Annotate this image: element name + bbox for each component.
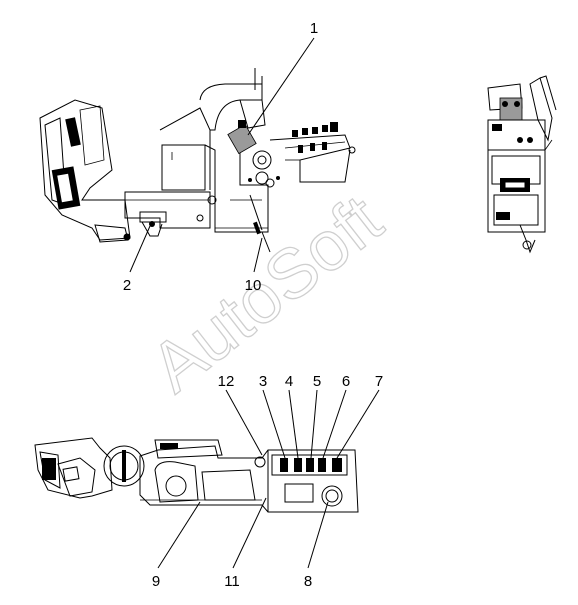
cable [249,194,271,253]
base-frame [124,191,211,237]
callout-12: 12 [218,373,235,390]
left-console [39,99,131,243]
side-view-drawing [39,68,356,253]
callout-8: 8 [304,573,312,590]
callout-7: 7 [375,373,383,390]
lever-bank [269,122,356,183]
callout-1: 1 [310,20,318,37]
leader-lines [129,37,380,569]
callout-4: 4 [285,373,293,390]
callout-6: 6 [342,373,350,390]
callout-11: 11 [224,573,240,590]
callout-10: 10 [245,277,262,294]
callout-5: 5 [313,373,321,390]
callout-9: 9 [152,573,160,590]
callout-2: 2 [123,277,131,294]
hydraulic-valve [227,120,280,188]
bottom-view-drawing [34,437,359,513]
callout-3: 3 [259,373,267,390]
main-housing [159,68,269,233]
end-view-drawing [487,75,557,254]
